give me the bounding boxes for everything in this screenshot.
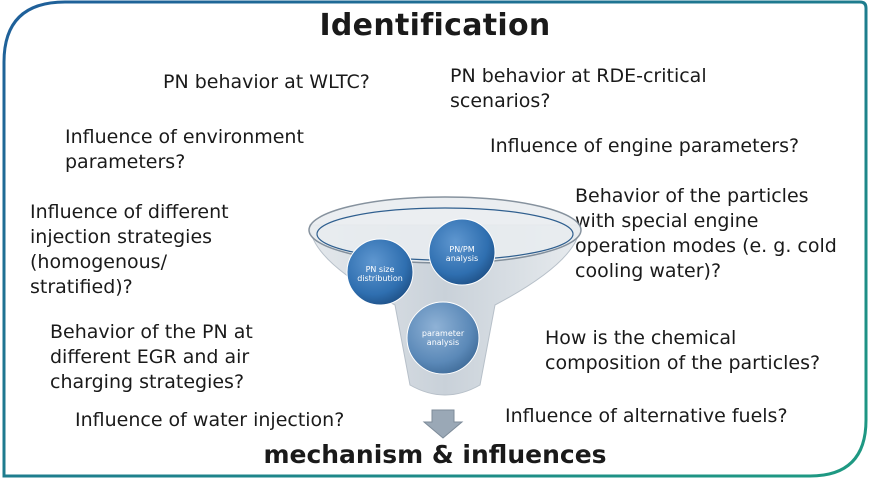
text-line: different EGR and air bbox=[50, 346, 250, 368]
question-egr-air-charging: Behavior of the PN at different EGR and a… bbox=[50, 320, 253, 395]
question-water-injection: Influence of water injection? bbox=[75, 408, 344, 433]
question-engine-parameters: Influence of engine parameters? bbox=[490, 134, 799, 159]
text-line: Influence of alternative fuels? bbox=[505, 405, 788, 427]
text-line: PN behavior at WLTC? bbox=[163, 71, 370, 93]
diagram-footer: mechanism & influences bbox=[263, 440, 607, 469]
text-line: Influence of water injection? bbox=[75, 409, 345, 431]
text-line: Behavior of the PN at bbox=[50, 321, 253, 343]
text-line: PN behavior at RDE-critical bbox=[450, 65, 707, 87]
question-alternative-fuels: Influence of alternative fuels? bbox=[505, 404, 788, 429]
diagram-title: Identification bbox=[319, 8, 551, 43]
bubble-pn-pm bbox=[428, 218, 496, 286]
question-pn-rde: PN behavior at RDE-critical scenarios? bbox=[450, 64, 707, 114]
text-line: Behavior of the particles bbox=[575, 185, 809, 207]
text-line: Influence of engine parameters? bbox=[490, 135, 800, 157]
text-line: Influence of different bbox=[30, 201, 229, 223]
bubble-text-line: PN/PM bbox=[449, 245, 474, 254]
text-line: composition of the particles? bbox=[545, 352, 821, 374]
bubble-text-line: analysis bbox=[446, 254, 478, 263]
question-chemical-composition: How is the chemical composition of the pa… bbox=[545, 326, 820, 376]
bubble-text-line: PN size bbox=[366, 265, 395, 274]
question-special-operation-modes: Behavior of the particles with special en… bbox=[575, 184, 837, 284]
text-line: stratified)? bbox=[30, 276, 133, 298]
text-line: parameters? bbox=[65, 151, 186, 173]
bubble-pn-size bbox=[346, 238, 414, 306]
text-line: charging strategies? bbox=[50, 371, 245, 393]
question-injection-strategies: Influence of different injection strategi… bbox=[30, 200, 229, 300]
text-line: with special engine bbox=[575, 210, 759, 232]
bubble-parameter bbox=[406, 301, 480, 375]
text-line: cooling water)? bbox=[575, 260, 722, 282]
bubble-text-line: analysis bbox=[427, 338, 459, 347]
down-arrow-icon bbox=[422, 409, 464, 439]
text-line: (homogenous/ bbox=[30, 251, 167, 273]
question-environment: Influence of environment parameters? bbox=[65, 125, 304, 175]
bubble-text-line: distribution bbox=[357, 274, 403, 283]
question-pn-wltc: PN behavior at WLTC? bbox=[163, 70, 370, 95]
text-line: injection strategies bbox=[30, 226, 213, 248]
bubble-text-line: parameter bbox=[422, 329, 465, 338]
frame-outline bbox=[2, 0, 868, 478]
text-line: scenarios? bbox=[450, 90, 551, 112]
text-line: Influence of environment bbox=[65, 126, 304, 148]
text-line: operation modes (e. g. cold bbox=[575, 235, 837, 257]
text-line: How is the chemical bbox=[545, 327, 737, 349]
